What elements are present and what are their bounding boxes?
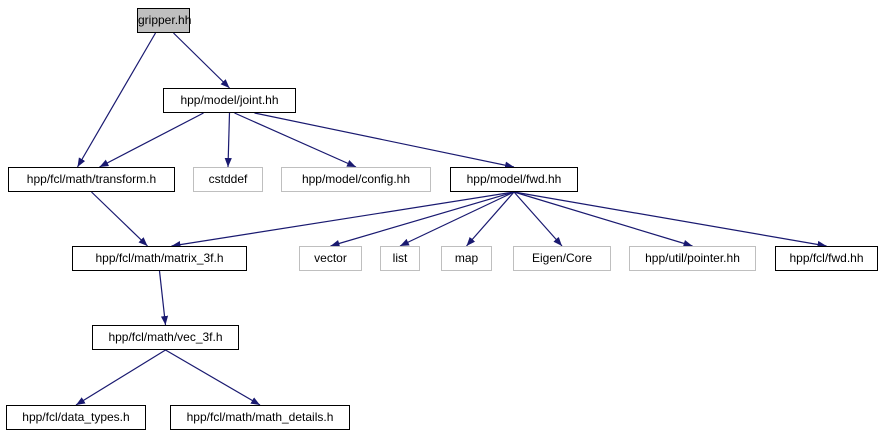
node-joint[interactable]: hpp/model/joint.hh — [163, 88, 296, 113]
edge-gripper-to-transform — [76, 32, 157, 168]
node-vec3f-label: hpp/fcl/math/vec_3f.h — [108, 330, 223, 344]
edge-fwd-to-eigen — [513, 191, 563, 247]
node-fwd-label: hpp/model/fwd.hh — [466, 172, 562, 186]
edge-fwd-to-list — [399, 191, 515, 247]
edge-fwd-to-pointer — [513, 191, 693, 247]
node-vec3f[interactable]: hpp/fcl/math/vec_3f.h — [92, 325, 239, 350]
node-cstddef: cstddef — [193, 167, 263, 192]
node-matrix-label: hpp/fcl/math/matrix_3f.h — [95, 251, 224, 265]
node-datatypes-label: hpp/fcl/data_types.h — [22, 410, 130, 424]
node-config: hpp/model/config.hh — [281, 167, 431, 192]
node-mathdetails-label: hpp/fcl/math/math_details.h — [186, 410, 334, 424]
node-pointer-label: hpp/util/pointer.hh — [645, 251, 740, 265]
node-config-label: hpp/model/config.hh — [301, 172, 411, 186]
edge-vec3f-to-datatypes — [75, 349, 166, 406]
node-joint-label: hpp/model/joint.hh — [180, 93, 279, 107]
node-vector-label: vector — [314, 251, 347, 265]
edge-fwd-to-vector — [330, 191, 515, 247]
node-cstddef-label: cstddef — [208, 172, 248, 186]
node-list-label: list — [392, 251, 408, 265]
node-map: map — [441, 246, 492, 271]
edge-joint-to-fwd — [254, 112, 515, 169]
edge-fwd-to-map — [466, 191, 515, 247]
node-transform-label: hpp/fcl/math/transform.h — [26, 172, 157, 186]
node-gripper[interactable]: gripper.hh — [137, 8, 192, 33]
edge-vec3f-to-mathdetails — [165, 349, 261, 406]
node-datatypes[interactable]: hpp/fcl/data_types.h — [6, 405, 146, 430]
node-fclfwd-label: hpp/fcl/fwd.hh — [789, 251, 864, 265]
node-mathdetails[interactable]: hpp/fcl/math/math_details.h — [170, 405, 350, 430]
edge-matrix-to-vec3f — [158, 270, 169, 326]
node-map-label: map — [454, 251, 479, 265]
edge-fwd-to-fclfwd — [513, 191, 827, 249]
edge-joint-to-cstddef — [224, 112, 232, 168]
edge-fwd-to-matrix — [171, 191, 515, 249]
node-fwd[interactable]: hpp/model/fwd.hh — [450, 167, 578, 192]
edge-gripper-to-joint — [173, 32, 230, 89]
node-transform[interactable]: hpp/fcl/math/transform.h — [8, 167, 175, 192]
node-eigen-label: Eigen/Core — [531, 251, 593, 265]
node-fclfwd[interactable]: hpp/fcl/fwd.hh — [775, 246, 878, 271]
edge-joint-to-transform — [99, 112, 204, 168]
node-eigen: Eigen/Core — [513, 246, 611, 271]
edge-joint-to-config — [234, 112, 357, 168]
node-pointer: hpp/util/pointer.hh — [629, 246, 756, 271]
edge-transform-to-matrix — [91, 191, 148, 247]
node-gripper-label: gripper.hh — [138, 13, 192, 27]
node-list: list — [380, 246, 420, 271]
node-vector: vector — [299, 246, 362, 271]
node-matrix[interactable]: hpp/fcl/math/matrix_3f.h — [72, 246, 247, 271]
